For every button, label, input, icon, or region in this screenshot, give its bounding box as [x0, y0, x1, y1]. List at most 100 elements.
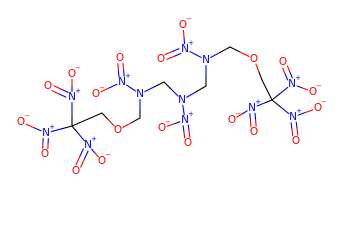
double-bond-rna-rna2-line-b	[282, 67, 289, 81]
double-bond-lna-lna2	[51, 85, 69, 98]
atom-n1o2: O	[116, 52, 124, 64]
atom-n3o2: O	[157, 53, 165, 65]
atom-label-n3o2: O	[157, 53, 165, 65]
charge-n2o1: −	[165, 118, 171, 126]
charge-lna: +	[75, 87, 81, 95]
atom-label-n2o2: O	[184, 137, 192, 149]
atom-label-rnc2: O	[292, 135, 300, 147]
atom-rnc2: O	[292, 135, 300, 147]
atom-rnc1: O−	[314, 98, 327, 114]
atom-n1n: N+	[118, 72, 131, 88]
atom-label-lnc2: O	[72, 165, 80, 177]
atom-label-n2n: N	[181, 114, 189, 126]
atom-n2o1: O−	[158, 118, 171, 134]
atom-o_e2: O	[250, 53, 258, 65]
charge-rnc: +	[296, 107, 302, 115]
atom-label-lna: N	[68, 91, 76, 103]
atom-lnb2: O	[41, 148, 49, 160]
atom-n3n: N+	[181, 39, 194, 55]
single-bond-rna-rna1	[296, 85, 309, 91]
single-bond-n1-n1n	[126, 84, 136, 92]
double-bond-lnc-lnc2	[75, 148, 89, 168]
atom-label-rna1: O	[309, 86, 317, 98]
atom-o_e1: O	[114, 124, 122, 136]
single-bond-c6-o_e2	[229, 46, 250, 58]
atom-label-rnb2: O	[250, 126, 258, 138]
single-bond-n2-n2n	[182, 104, 185, 116]
atom-n1: N	[136, 88, 144, 100]
single-bond-c4-n2	[163, 81, 179, 97]
single-bond-c8-rna	[271, 86, 289, 101]
single-bond-c8-rnb	[256, 99, 273, 107]
atom-n3o1: O−	[179, 15, 192, 31]
single-bond-c7-c8	[261, 79, 273, 101]
double-bond-n2n-n2o2-line-a	[182, 125, 186, 139]
double-bond-rnb-rnb2-line-a	[249, 113, 252, 128]
atom-label-o_e2: O	[250, 53, 258, 65]
single-bond-n2n-n2o1	[166, 121, 181, 127]
atom-label-rnb: N	[248, 102, 256, 114]
atom-rna2: O	[279, 56, 287, 68]
double-bond-rna-rna2-line-a	[286, 65, 293, 79]
atom-label-n2: N	[178, 94, 186, 106]
atom-n2o2: O	[184, 137, 192, 149]
double-bond-n2n-n2o2	[182, 124, 191, 139]
charge-lnb1: −	[24, 112, 30, 120]
atom-rna: N+	[288, 74, 301, 90]
double-bond-rnc-rnc2-line-a	[290, 122, 294, 137]
charge-rnc1: −	[321, 98, 327, 106]
charge-lnb: +	[49, 123, 55, 131]
atom-lnc: N+	[84, 135, 97, 151]
charge-lnc: +	[91, 135, 97, 143]
atom-label-rna: N	[288, 78, 296, 90]
charge-rnb: +	[255, 98, 261, 106]
single-bond-o_e2-c7	[255, 63, 263, 81]
atom-label-n1n: N	[118, 76, 126, 88]
charge-rna1: −	[316, 82, 322, 90]
single-bond-rnb-rnb1	[236, 110, 248, 118]
atom-rnb2: O	[250, 126, 258, 138]
single-bond-n3-n3n	[189, 51, 202, 58]
double-bond-n1n-n1o2	[117, 62, 125, 78]
single-bond-c2-o_e1	[101, 112, 115, 127]
single-bond-n1n-n1o1	[100, 83, 118, 93]
atom-label-n3n: N	[181, 43, 189, 55]
single-bond-c1-lnb	[50, 125, 73, 133]
double-bond-lnc-lnc2-line-a	[75, 148, 84, 166]
double-bond-n3n-n3o2-line-b	[166, 52, 182, 60]
double-bond-n3n-n3o2-line-a	[164, 48, 180, 56]
diagram-background	[0, 0, 342, 198]
single-bond-c1-lnc	[71, 125, 86, 142]
atom-label-lnb2: O	[41, 148, 49, 160]
double-bond-rnc-rnc2	[290, 121, 299, 137]
atom-label-lna1: O	[68, 68, 76, 80]
double-bond-rna-rna2	[282, 65, 293, 81]
double-bond-lnb-lnb2	[42, 137, 49, 150]
double-bond-n3n-n3o2	[164, 48, 182, 60]
atom-label-n1o1: O	[92, 88, 100, 100]
charge-rna: +	[295, 74, 301, 82]
atom-rnb1: O−	[228, 110, 241, 126]
atom-label-o_e1: O	[114, 124, 122, 136]
atom-label-rnb1: O	[228, 114, 236, 126]
atom-label-rnc: N	[289, 111, 297, 123]
atom-n1o1: O−	[92, 84, 105, 100]
atom-lnb: N+	[42, 123, 55, 139]
atom-label-n3: N	[202, 54, 210, 66]
atom-label-n1o2: O	[116, 52, 124, 64]
single-bond-rnc-rnc1	[297, 109, 314, 116]
double-bond-lna-lna2-line-b	[51, 90, 67, 98]
charge-rnb1: −	[235, 110, 241, 118]
double-bond-n2n-n2o2-line-b	[187, 124, 191, 138]
charge-n1n: +	[125, 72, 131, 80]
atom-label-n3o1: O	[179, 19, 187, 31]
charge-n3o1: −	[186, 15, 192, 23]
atom-n3: N	[202, 54, 210, 66]
double-bond-rnc-rnc2-line-b	[295, 121, 299, 136]
atom-label-lnc: N	[84, 139, 92, 151]
double-bond-n1n-n1o2-line-a	[122, 62, 125, 77]
atom-label-lnb1: O	[17, 116, 25, 128]
charge-n1o1: −	[99, 84, 105, 92]
atom-label-n1: N	[136, 88, 144, 100]
